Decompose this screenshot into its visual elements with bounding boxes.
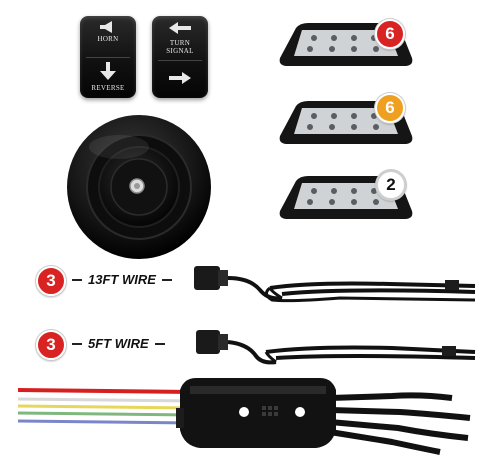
wire-label-5ft-text: 5FT WIRE	[88, 336, 149, 351]
dash-right	[154, 342, 165, 345]
wire-yellow	[17, 404, 193, 410]
wire-label-13ft-text: 13FT WIRE	[88, 272, 156, 287]
extension-cable-5ft	[196, 330, 476, 365]
arrow-left-icon	[169, 22, 191, 34]
quantity-badge-13ft-wire: 3	[36, 266, 66, 296]
quantity-badge-lights-white: 2	[376, 170, 406, 200]
extension-cable-13ft	[194, 266, 476, 303]
dash-left	[72, 342, 82, 345]
wire-label-5ft: 5FT WIRE	[72, 336, 165, 351]
wire-label-13ft: 13FT WIRE	[72, 272, 172, 287]
round-remote-control	[67, 115, 211, 259]
reverse-label: REVERSE	[91, 84, 125, 92]
horn-reverse-switch[interactable]: HORN REVERSE	[80, 16, 136, 98]
quantity-badge-lights-orange: 6	[375, 93, 405, 123]
wire-red	[17, 388, 193, 394]
horn-icon	[100, 21, 112, 33]
horn-label: HORN	[97, 35, 119, 43]
wire-blue	[17, 419, 193, 425]
arrow-down-icon	[100, 62, 116, 80]
quantity-badge-lights-red: 6	[375, 19, 405, 49]
turn-label: TURN	[169, 39, 191, 47]
control-module	[17, 378, 471, 455]
turn-signal-switch[interactable]: TURN SIGNAL	[152, 16, 208, 98]
switch-divider	[158, 60, 202, 61]
signal-label: SIGNAL	[166, 47, 194, 55]
wire-green	[17, 411, 193, 417]
quantity-badge-5ft-wire: 3	[36, 330, 66, 360]
switch-divider	[86, 57, 130, 58]
dash-left	[72, 278, 82, 281]
wire-white	[17, 397, 193, 403]
arrow-right-icon	[169, 72, 191, 84]
dash-right	[161, 278, 172, 281]
